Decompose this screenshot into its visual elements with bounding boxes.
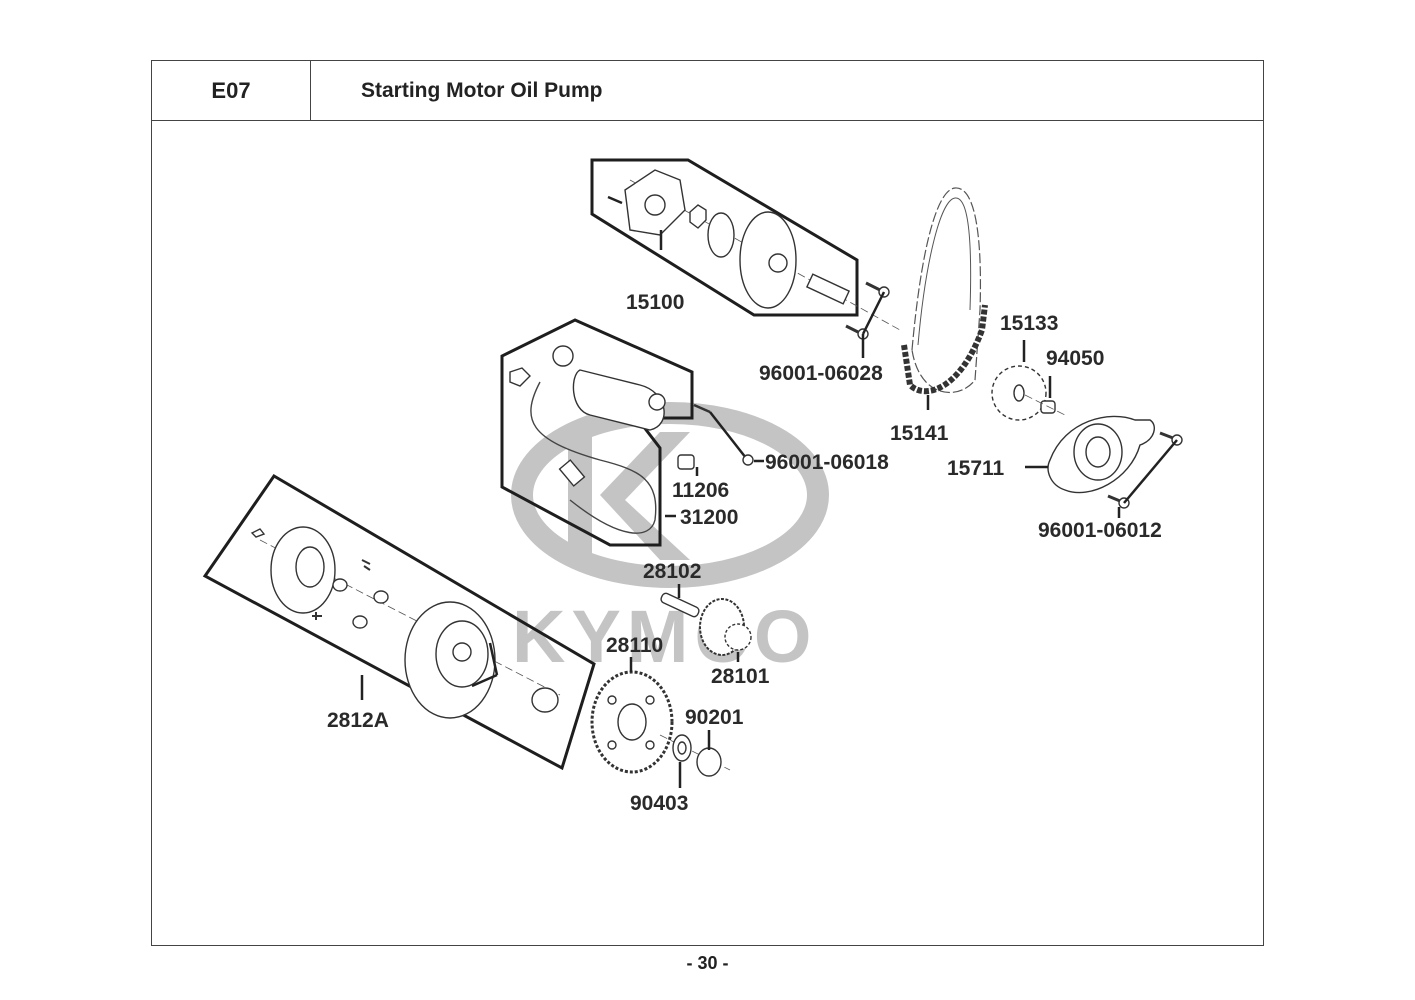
header-divider: [311, 120, 1264, 121]
starter-driven-gear: [590, 657, 674, 774]
driven-sprocket: [991, 340, 1047, 421]
part-label-28110: 28110: [606, 634, 663, 657]
inner-rotor: [689, 204, 707, 229]
part-label-96001-06028: 96001-06028: [759, 362, 883, 385]
part-label-15133: 15133: [1000, 312, 1058, 335]
pump-screw: [607, 195, 623, 205]
bolt-pair-06012: [1107, 431, 1183, 518]
part-label-15711: 15711: [947, 457, 1005, 480]
part-label-90403: 90403: [630, 792, 688, 815]
terminal-boot: [558, 459, 586, 487]
pump-body: [739, 211, 797, 309]
part-label-28101: 28101: [711, 665, 770, 688]
part-label-90201: 90201: [685, 706, 744, 729]
clutch-bolts: [488, 642, 499, 676]
kymco-watermark: KYMCO: [511, 402, 829, 678]
part-label-94050: 94050: [1046, 347, 1104, 370]
starter-clutch-parts: [250, 526, 561, 719]
bolt-06018: [693, 403, 764, 466]
washer-and-nut: [659, 730, 731, 788]
part-label-11206: 11206: [672, 479, 729, 502]
part-label-15100: 15100: [626, 291, 684, 314]
part-label-96001-06012: 96001-06012: [1038, 519, 1162, 542]
watermark-k-stem: [568, 430, 592, 560]
part-label-28102: 28102: [643, 560, 701, 583]
section-code: E07: [211, 78, 251, 103]
idle-gear-small: [724, 623, 752, 651]
spring: [312, 612, 322, 620]
watermark-oval: [511, 402, 829, 588]
section-code-cell: [151, 60, 311, 121]
starter-clutch-group-outline: [202, 474, 596, 771]
idle-shaft: [660, 592, 700, 618]
starter-motor: [572, 369, 665, 431]
oil-pump-group-outline: [590, 158, 859, 317]
pump-shaft: [805, 273, 851, 305]
needle-bearing: [531, 687, 559, 713]
cable-clip: [677, 454, 699, 476]
key: [250, 528, 266, 538]
roller: [332, 578, 348, 592]
part-label-2812A: 2812A: [327, 709, 389, 732]
nut: [696, 747, 722, 777]
part-label-15141: 15141: [890, 422, 949, 445]
page-title: Starting Motor Oil Pump: [361, 79, 603, 102]
sprocket-nut: [1024, 376, 1066, 416]
starter-cable: [530, 381, 657, 534]
bolt-pair-06028: [845, 281, 890, 358]
page-number: - 30 -: [686, 953, 729, 973]
watermark-k-arm: [600, 432, 690, 560]
oil-pump-parts: [607, 169, 901, 331]
diagram-frame: [151, 60, 1264, 946]
motor-cap: [509, 367, 531, 387]
idle-gear-set: [660, 584, 752, 662]
part-label-31200: 31200: [680, 506, 738, 529]
watermark-text: KYMCO: [512, 595, 817, 678]
o-ring: [552, 345, 574, 367]
starter-motor-group-outline: [500, 318, 694, 547]
part-label-96001-06018: 96001-06018: [765, 451, 889, 474]
pump-cover-plate: [1025, 415, 1156, 494]
drive-chain: [901, 187, 988, 410]
starter-motor-parts: [509, 345, 676, 534]
outer-rotor: [707, 212, 735, 258]
